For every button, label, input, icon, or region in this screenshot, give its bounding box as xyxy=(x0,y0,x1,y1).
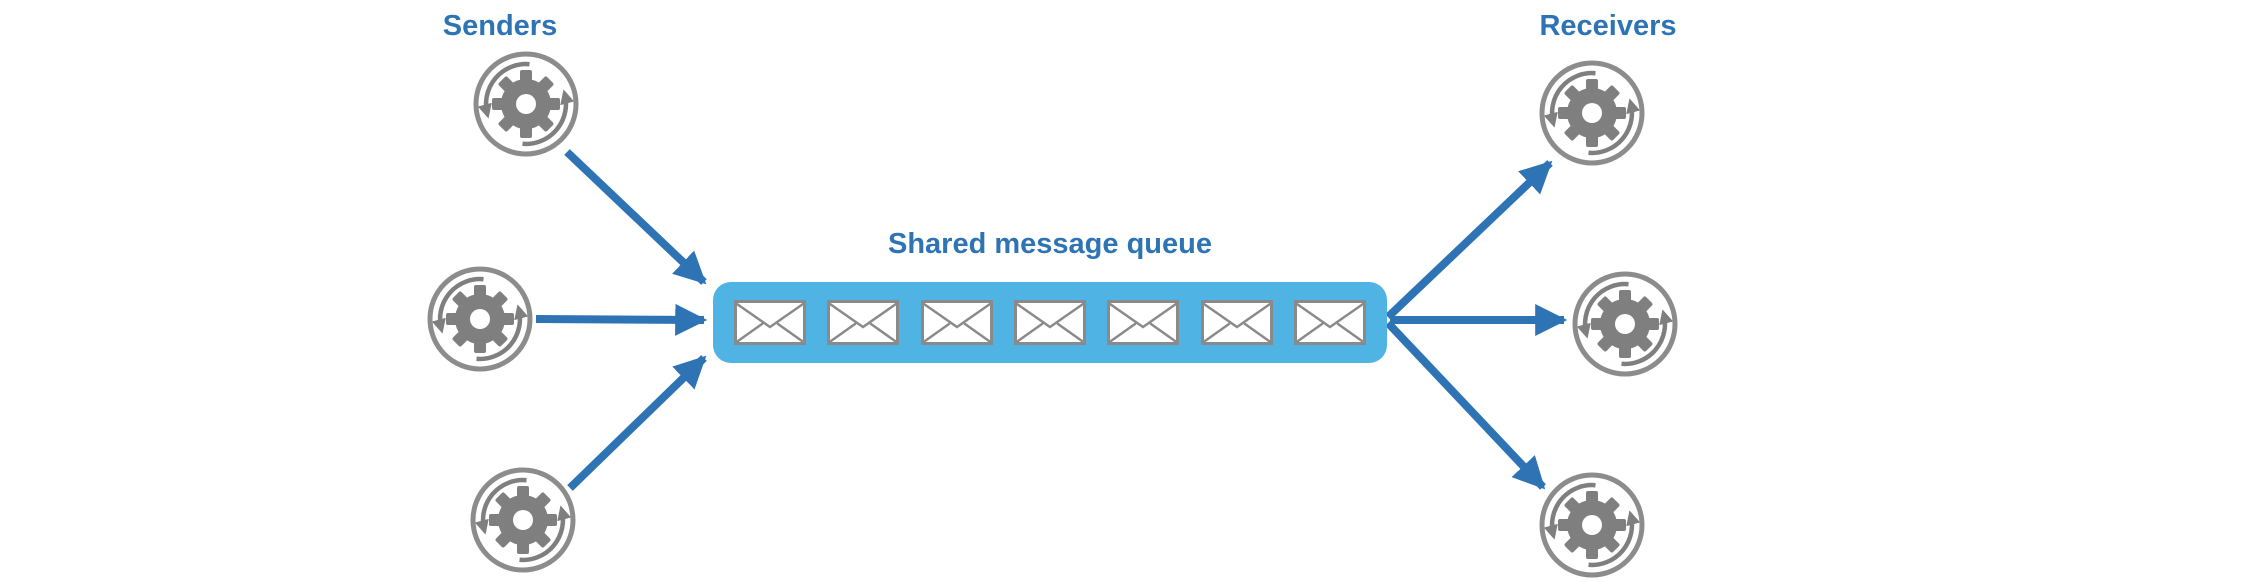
senders-label: Senders xyxy=(442,10,558,42)
envelope-icon xyxy=(1014,300,1086,345)
shared-message-queue xyxy=(713,282,1387,363)
envelope-icon xyxy=(1201,300,1273,345)
receivers-label: Receivers xyxy=(1539,10,1677,42)
envelope-icon xyxy=(1107,300,1179,345)
envelope-icon xyxy=(1294,300,1366,345)
receiver-arrow-3 xyxy=(1385,320,1546,490)
envelope-icon xyxy=(921,300,993,345)
envelope-icon xyxy=(827,300,899,345)
sender-arrow-1 xyxy=(564,149,707,285)
sender-arrow-2 xyxy=(535,303,708,336)
envelope-icon xyxy=(734,300,806,345)
sender-arrow-3 xyxy=(567,355,707,491)
queue-label: Shared message queue xyxy=(888,228,1212,260)
receiver-arrow-1 xyxy=(1385,160,1553,320)
